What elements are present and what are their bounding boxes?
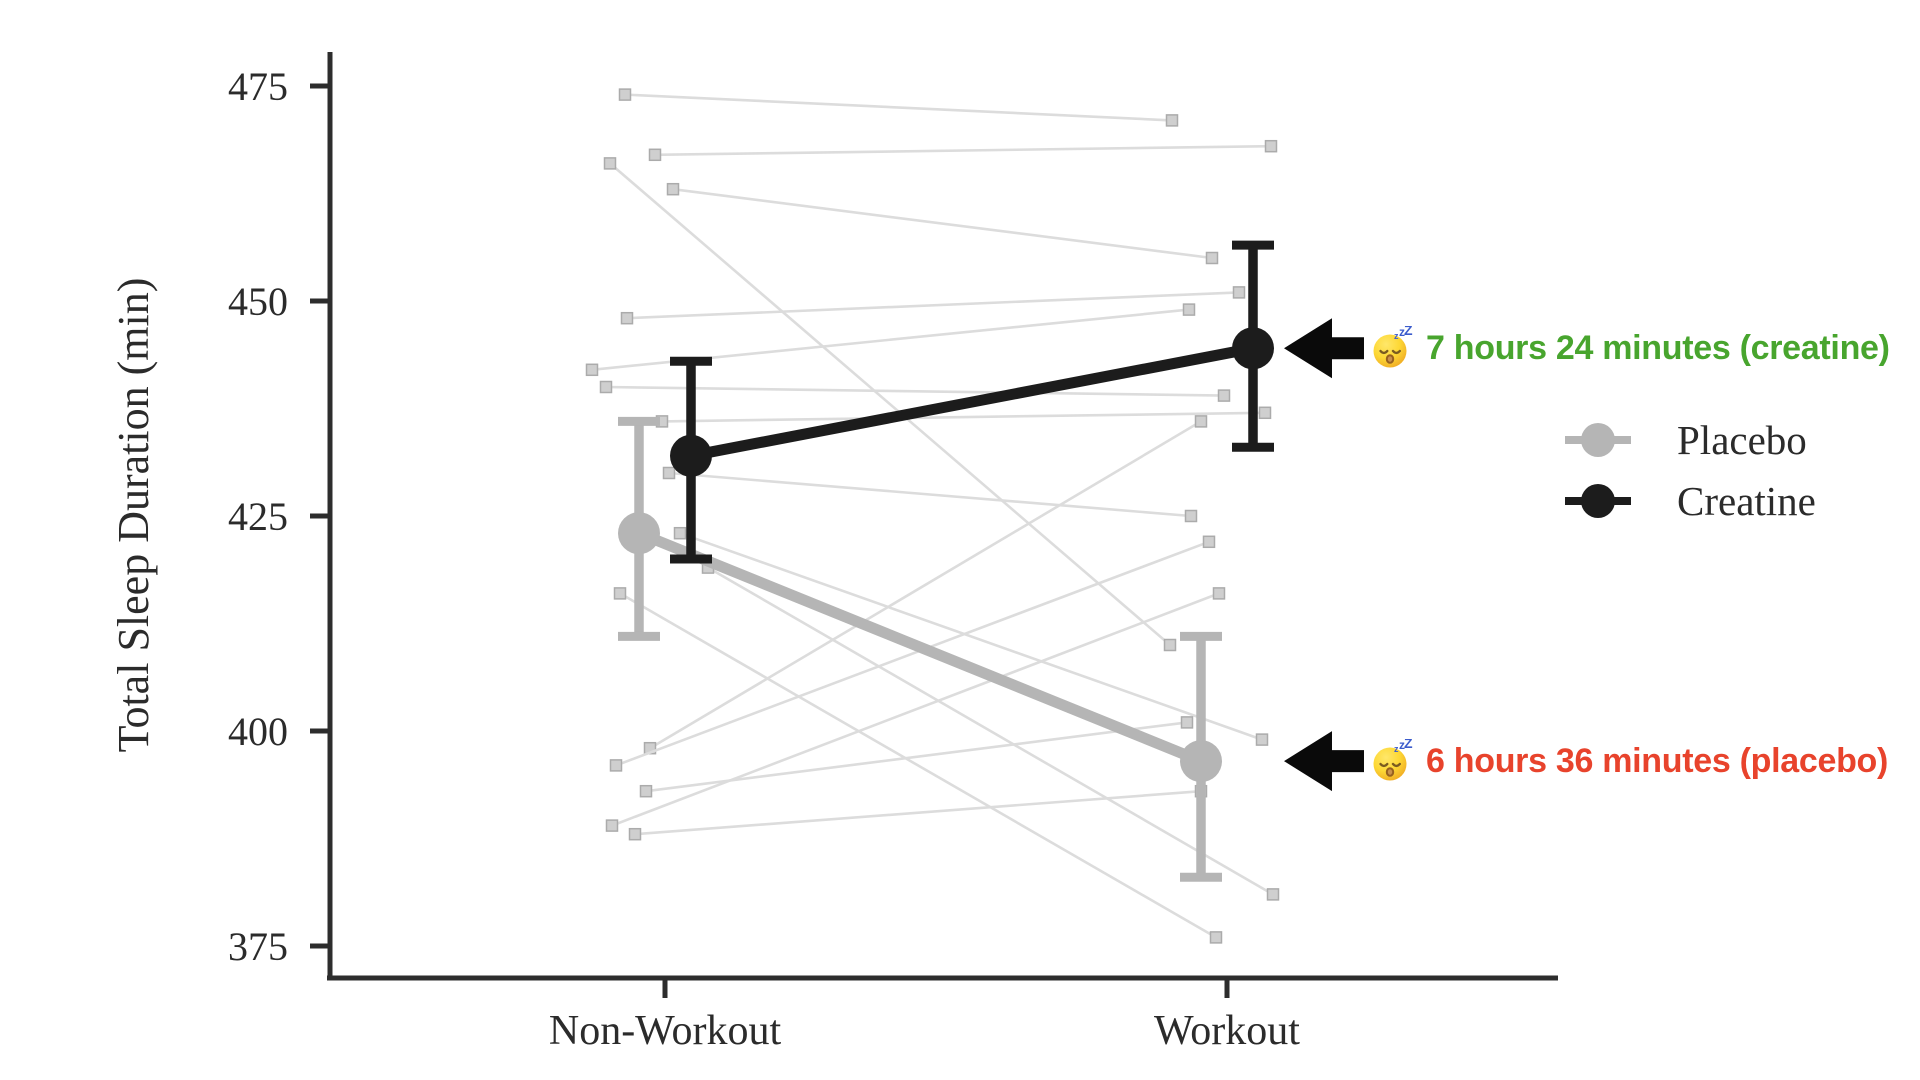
legend-label-placebo: Placebo	[1677, 416, 1807, 463]
subject-point	[1209, 931, 1223, 944]
subject-line	[609, 162, 1171, 646]
y-axis-title: Total Sleep Duration (min)	[109, 278, 158, 753]
subject-line	[649, 420, 1202, 750]
annotation-placebo-text: 6 hours 36 minutes (placebo)	[1426, 742, 1889, 781]
subject-line	[605, 385, 1225, 397]
subject-point	[618, 88, 632, 101]
annotation-creatine-text: 7 hours 24 minutes (creatine)	[1426, 329, 1890, 368]
y-tick-label: 450	[228, 279, 288, 324]
subject-point	[1217, 389, 1231, 402]
subject-point	[639, 784, 653, 798]
mean-line-creatine	[689, 342, 1255, 462]
subject-point	[1205, 251, 1219, 265]
subject-line	[634, 789, 1202, 836]
subject-point	[673, 526, 687, 540]
x-category-label-non-workout: Non-Workout	[549, 1008, 782, 1054]
subject-line	[624, 93, 1173, 122]
mean-point-creatine	[670, 434, 712, 477]
sleeping-face-emoji: z z Z	[1370, 739, 1414, 783]
subject-line	[615, 540, 1210, 767]
y-tick-label: 425	[228, 494, 288, 539]
subject-line	[654, 144, 1272, 157]
subject-point	[620, 311, 634, 325]
subject-point	[603, 157, 617, 170]
subject-line	[611, 592, 1220, 827]
subject-point	[1232, 286, 1246, 299]
subject-line	[645, 721, 1188, 793]
annotation-creatine: z z Z 7 hours 24 minutes (creatine)	[1370, 324, 1890, 372]
subject-line	[679, 531, 1263, 741]
legend-item-creatine: Creatine	[1563, 479, 1816, 523]
subject-point	[613, 587, 627, 600]
subject-line	[626, 291, 1240, 320]
svg-text:z: z	[1399, 739, 1405, 752]
subject-point	[1165, 114, 1179, 127]
x-category-label-workout: Workout	[1154, 1008, 1300, 1054]
mean-line-placebo	[636, 528, 1204, 767]
subject-point	[1184, 509, 1198, 523]
annotation-placebo: z z Z 6 hours 36 minutes (placebo)	[1370, 737, 1888, 785]
subject-point	[628, 827, 642, 841]
subject-point	[1266, 888, 1280, 901]
arrow-icon	[1284, 731, 1364, 792]
subject-point	[662, 466, 676, 480]
mean-point-placebo	[1180, 740, 1222, 783]
subject-point	[1180, 716, 1194, 729]
mean-point-placebo	[618, 512, 660, 555]
subject-point	[648, 148, 662, 162]
arrow-icon	[1284, 318, 1364, 379]
svg-text:Z: Z	[1404, 326, 1413, 338]
subject-point	[605, 819, 619, 832]
subject-point	[1212, 587, 1226, 600]
subject-point	[1163, 638, 1177, 652]
subject-point	[1194, 415, 1208, 428]
svg-text:z: z	[1394, 331, 1399, 341]
subject-line	[619, 592, 1217, 939]
subject-point	[666, 182, 680, 196]
subject-point	[1264, 139, 1278, 153]
sleeping-face-emoji: z z Z	[1370, 326, 1414, 370]
creatine-key-icon	[1565, 484, 1631, 518]
subject-point	[585, 363, 599, 377]
y-tick-label: 375	[228, 924, 288, 969]
legend-label-creatine: Creatine	[1677, 477, 1816, 524]
subject-point	[609, 759, 623, 772]
subject-point	[1258, 406, 1272, 420]
y-tick-label: 400	[228, 709, 288, 754]
legend: Placebo Creatine	[1563, 418, 1816, 540]
subject-point	[1182, 303, 1196, 316]
subject-line	[672, 187, 1213, 260]
svg-text:z: z	[1394, 744, 1399, 754]
placebo-key-icon	[1565, 423, 1631, 457]
svg-text:Z: Z	[1404, 739, 1413, 751]
svg-text:z: z	[1399, 326, 1405, 339]
subject-point	[599, 380, 613, 394]
legend-item-placebo: Placebo	[1563, 418, 1816, 462]
mean-point-creatine	[1232, 327, 1274, 370]
subject-line	[668, 471, 1192, 518]
subject-point	[1202, 535, 1216, 549]
subject-line	[707, 566, 1274, 896]
subject-line	[661, 411, 1266, 423]
subject-point	[1255, 733, 1269, 746]
y-tick-label: 475	[228, 64, 288, 109]
